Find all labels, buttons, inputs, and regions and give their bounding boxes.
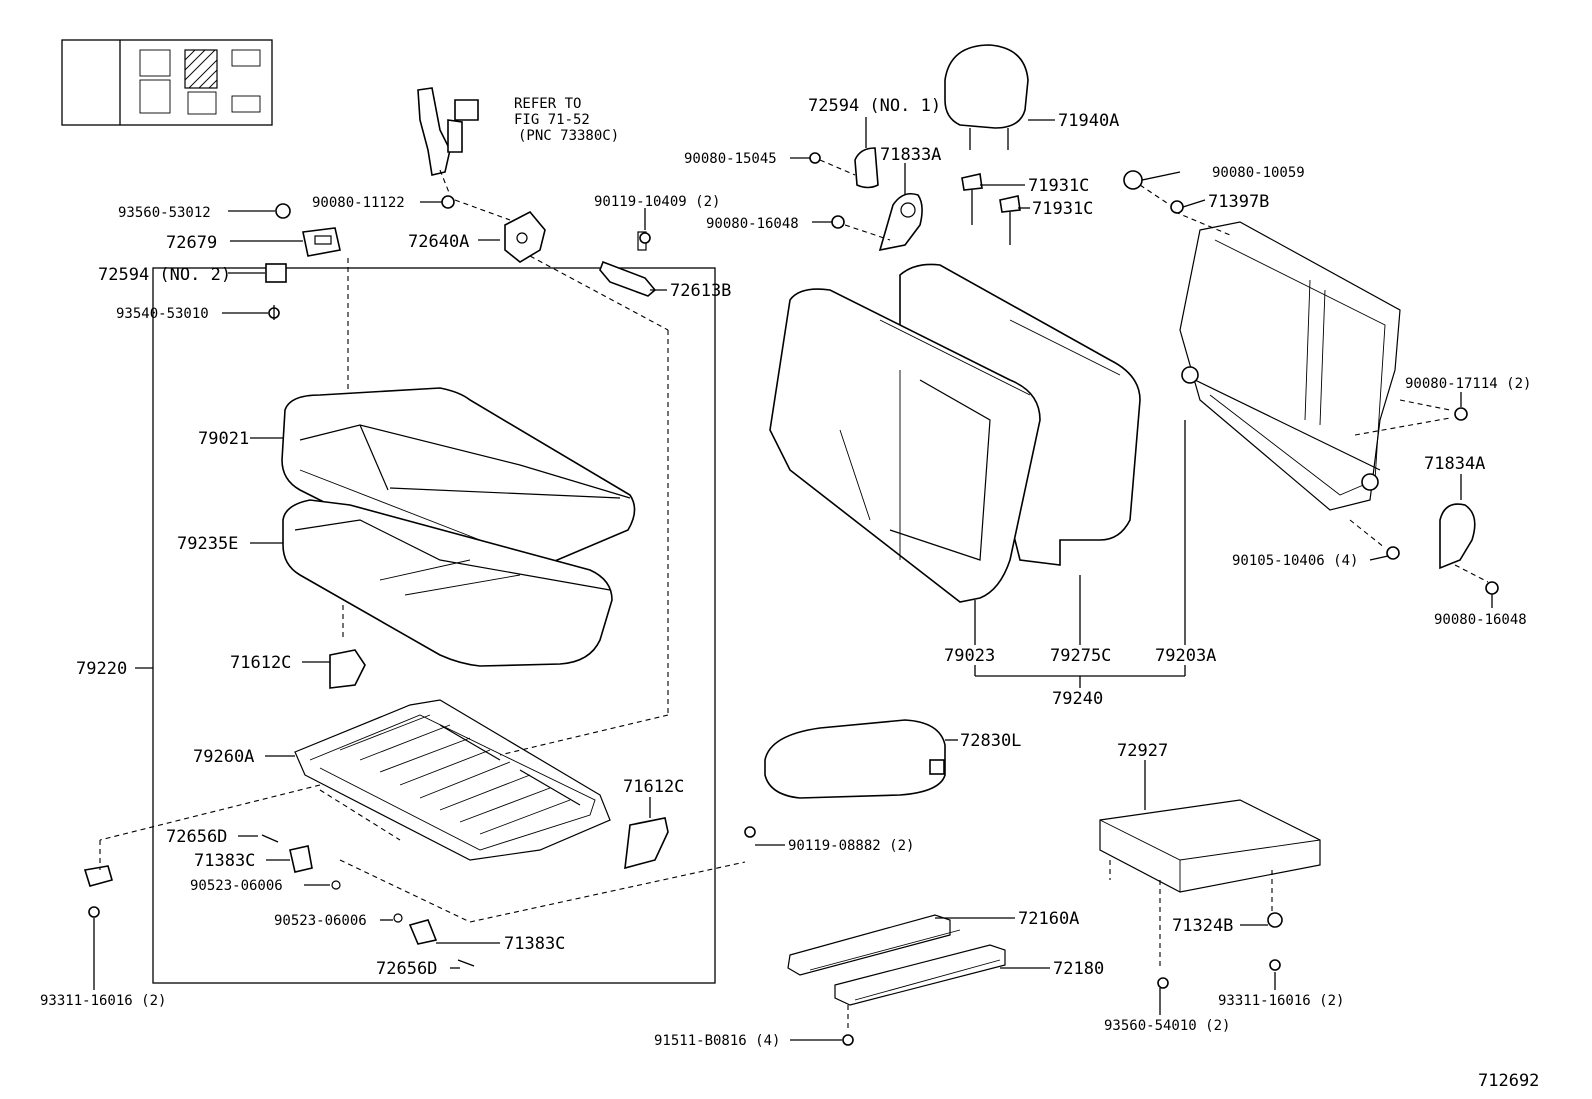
- highlighted-seat-hatch: [184, 49, 218, 89]
- label-79021: 79021: [198, 429, 249, 449]
- label-72656d-a: 72656D: [166, 827, 227, 847]
- label-90080-16048-a: 90080-16048: [706, 216, 799, 232]
- label-72830l: 72830L: [960, 731, 1021, 751]
- label-71931c-b: 71931C: [1032, 199, 1093, 219]
- label-72180: 72180: [1053, 959, 1104, 979]
- location-key-inset: [61, 39, 273, 126]
- label-90080-17114: 90080-17114 (2): [1405, 376, 1531, 392]
- cushion-assembly-box: [152, 267, 716, 984]
- label-93560-54010: 93560-54010 (2): [1104, 1018, 1230, 1034]
- label-90080-15045: 90080-15045: [684, 151, 777, 167]
- label-71612c-b: 71612C: [623, 777, 684, 797]
- label-71383c-b: 71383C: [504, 934, 565, 954]
- label-71940a: 71940A: [1058, 111, 1119, 131]
- label-72656d-b: 72656D: [376, 959, 437, 979]
- label-71397b: 71397B: [1208, 192, 1269, 212]
- part-number-labels: REFER TO FIG 71-52 (PNC 73380C) 93560-53…: [40, 96, 1539, 1091]
- label-90080-11122: 90080-11122: [312, 195, 405, 211]
- label-90080-10059: 90080-10059: [1212, 165, 1305, 181]
- seat-tracks: [744, 826, 1006, 1046]
- label-71833a: 71833A: [880, 145, 941, 165]
- label-90105-10406: 90105-10406 (4): [1232, 553, 1358, 569]
- label-90080-16048-b: 90080-16048: [1434, 612, 1527, 628]
- label-71834a: 71834A: [1424, 454, 1485, 474]
- cushion-cover-79021: [281, 387, 636, 583]
- label-72594-no1: 72594 (NO. 1): [808, 96, 941, 116]
- label-72679: 72679: [166, 233, 217, 253]
- refer-note-line2: FIG 71-52: [514, 112, 590, 128]
- label-79275c: 79275C: [1050, 646, 1111, 666]
- label-72927: 72927: [1117, 741, 1168, 761]
- label-72594-no2: 72594 (NO. 2): [98, 265, 231, 285]
- label-90119-08882: 90119-08882 (2): [788, 838, 914, 854]
- label-79023: 79023: [944, 646, 995, 666]
- label-93311-16016-b: 93311-16016 (2): [1218, 993, 1344, 1009]
- label-72160a: 72160A: [1018, 909, 1079, 929]
- label-71612c-a: 71612C: [230, 653, 291, 673]
- headrest-71940a: [944, 44, 1029, 245]
- label-71383c-a: 71383C: [194, 851, 255, 871]
- cushion-frame-79260a: [294, 699, 611, 861]
- belt-anchor-72640a: [504, 210, 546, 263]
- leader-lines: [93, 117, 1493, 1041]
- cover-71833a: [809, 147, 923, 252]
- refer-note-line1: REFER TO: [514, 96, 581, 112]
- small-parts-upper-left: [265, 203, 341, 320]
- cover-71834a: [1386, 407, 1499, 595]
- label-79235e: 79235E: [177, 534, 238, 554]
- cover-71612c-left: [329, 649, 366, 689]
- figure-number: 712692: [1478, 1071, 1539, 1091]
- cushion-pad-79235e: [282, 499, 613, 667]
- label-91511-b0816: 91511-B0816 (4): [654, 1033, 780, 1049]
- label-93540-53010: 93540-53010: [116, 306, 209, 322]
- seatback-covers: [769, 263, 1141, 603]
- label-79220: 79220: [76, 659, 127, 679]
- label-79260a: 79260A: [193, 747, 254, 767]
- label-90523-06006-a: 90523-06006: [190, 878, 283, 894]
- seat-belt-part: [417, 87, 479, 176]
- seatback-frame-79203a: [1123, 170, 1401, 511]
- dashed-connectors: [99, 159, 1489, 1032]
- armrest-72830l: [764, 719, 946, 799]
- hinge-parts-lower-left: [83, 834, 475, 967]
- label-79203a: 79203A: [1155, 646, 1216, 666]
- refer-note-line3: (PNC 73380C): [518, 128, 619, 144]
- label-79240: 79240: [1052, 689, 1103, 709]
- label-71931c-a: 71931C: [1028, 176, 1089, 196]
- label-90119-10409: 90119-10409 (2): [594, 194, 720, 210]
- label-72613b: 72613B: [670, 281, 731, 301]
- label-71324b: 71324B: [1172, 916, 1233, 936]
- label-93560-53012: 93560-53012: [118, 205, 211, 221]
- label-93311-16016-a: 93311-16016 (2): [40, 993, 166, 1009]
- label-72640a: 72640A: [408, 232, 469, 252]
- label-90523-06006-b: 90523-06006: [274, 913, 367, 929]
- under-cover-72927: [1099, 799, 1321, 928]
- cover-71612c-right: [624, 817, 669, 870]
